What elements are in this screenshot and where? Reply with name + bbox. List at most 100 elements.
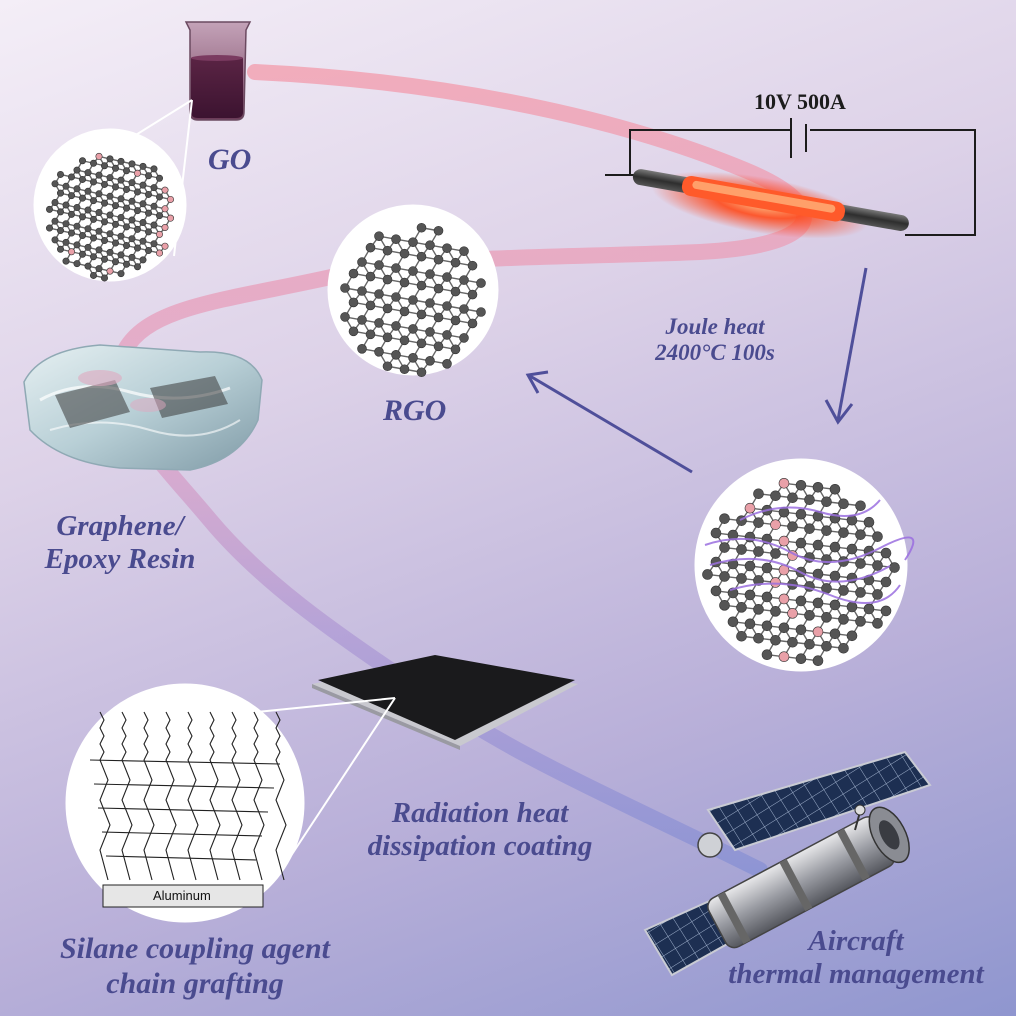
carbon-atom (51, 236, 59, 244)
carbon-atom (374, 289, 384, 299)
carbon-atom (150, 202, 158, 210)
carbon-atom (123, 185, 131, 193)
oxygen-atom (778, 593, 790, 605)
oxygen-atom (812, 626, 824, 638)
carbon-atom (459, 246, 469, 256)
carbon-atom (139, 200, 147, 208)
carbon-atom (90, 234, 98, 242)
carbon-atom (846, 543, 858, 555)
carbon-atom (838, 527, 849, 538)
epoxy-block-icon (23, 344, 263, 471)
carbon-atom (340, 312, 350, 322)
carbon-atom (459, 275, 469, 285)
carbon-atom (812, 597, 824, 609)
carbon-atom (348, 326, 359, 337)
carbon-atom (476, 278, 486, 288)
carbon-atom (62, 220, 70, 228)
carbon-atom (744, 560, 756, 572)
carbon-atom (795, 537, 807, 549)
carbon-atom (399, 335, 410, 346)
carbon-atom (95, 246, 103, 254)
carbon-atom (101, 237, 109, 245)
carbon-atom (139, 256, 147, 264)
carbon-atom (821, 496, 832, 508)
carbon-atom (719, 513, 730, 524)
carbon-atom (425, 355, 435, 366)
carbon-atom (382, 303, 393, 314)
carbon-atom (382, 274, 393, 285)
carbon-atom (804, 494, 815, 506)
carbon-atom (459, 333, 469, 343)
carbon-atom (450, 315, 461, 326)
carbon-atom (433, 312, 444, 323)
aluminum-label: Aluminum (153, 888, 211, 903)
carbon-atom (357, 343, 367, 354)
carbon-atom (736, 573, 747, 584)
oxygen-atom (778, 477, 790, 489)
oxygen-atom (134, 169, 142, 177)
carbon-atom (95, 209, 103, 217)
carbon-atom (145, 209, 153, 217)
carbon-atom (744, 618, 756, 630)
carbon-atom (399, 277, 410, 288)
oxygen-atom (770, 577, 781, 588)
rgo-zoom-circle (327, 204, 499, 378)
carbon-atom (156, 212, 164, 220)
carbon-atom (408, 295, 418, 305)
carbon-atom (787, 492, 798, 504)
carbon-atom (846, 630, 858, 642)
carbon-atom (425, 240, 435, 250)
carbon-atom (374, 318, 384, 328)
carbon-atom (770, 490, 781, 502)
carbon-atom (804, 523, 815, 534)
go-zoom-circle (33, 128, 187, 282)
carbon-atom (62, 201, 70, 209)
carbon-atom (855, 558, 866, 569)
coating-sheet-icon (312, 655, 578, 750)
carbon-atom (450, 344, 461, 355)
silane-chain (121, 711, 133, 881)
carbon-atom (51, 199, 59, 207)
silane-structure-icon (89, 711, 287, 881)
carbon-atom (433, 225, 444, 236)
carbon-atom (753, 632, 764, 644)
carbon-atom (101, 218, 109, 226)
carbon-atom (391, 292, 401, 302)
carbon-atom (73, 185, 81, 193)
carbon-atom (95, 227, 103, 235)
carbon-atom (106, 155, 114, 163)
carbon-atom (73, 204, 81, 212)
carbon-atom (821, 525, 832, 536)
carbon-atom (357, 315, 367, 325)
carbon-atom (128, 216, 136, 224)
carbon-atom (45, 205, 53, 213)
carbon-atom (872, 531, 883, 542)
carbon-atom (134, 244, 142, 252)
carbon-atom (450, 286, 461, 297)
carbon-atom (408, 266, 418, 276)
carbon-atom (433, 283, 444, 294)
carbon-atom (101, 274, 109, 282)
carbon-atom (365, 271, 376, 282)
carbon-atom (459, 304, 469, 314)
carbon-atom (829, 483, 841, 495)
carbon-atom (382, 361, 393, 372)
carbon-atom (365, 300, 376, 311)
carbon-atom (51, 180, 59, 188)
carbon-atom (128, 160, 136, 168)
oxygen-atom (770, 519, 781, 530)
aircraft-line2: thermal management (728, 958, 984, 991)
carbon-atom (408, 324, 418, 334)
carbon-atom (123, 223, 131, 231)
carbon-atom (829, 599, 841, 611)
carbon-atom (84, 225, 92, 233)
carbon-atom (84, 187, 92, 195)
carbon-atom (880, 605, 892, 617)
carbon-atom (872, 560, 883, 571)
carbon-atom (112, 258, 120, 266)
carbon-atom (702, 569, 713, 580)
carbon-atom (51, 217, 59, 225)
electric-circuit-icon (605, 118, 976, 236)
carbon-atom (156, 174, 164, 182)
